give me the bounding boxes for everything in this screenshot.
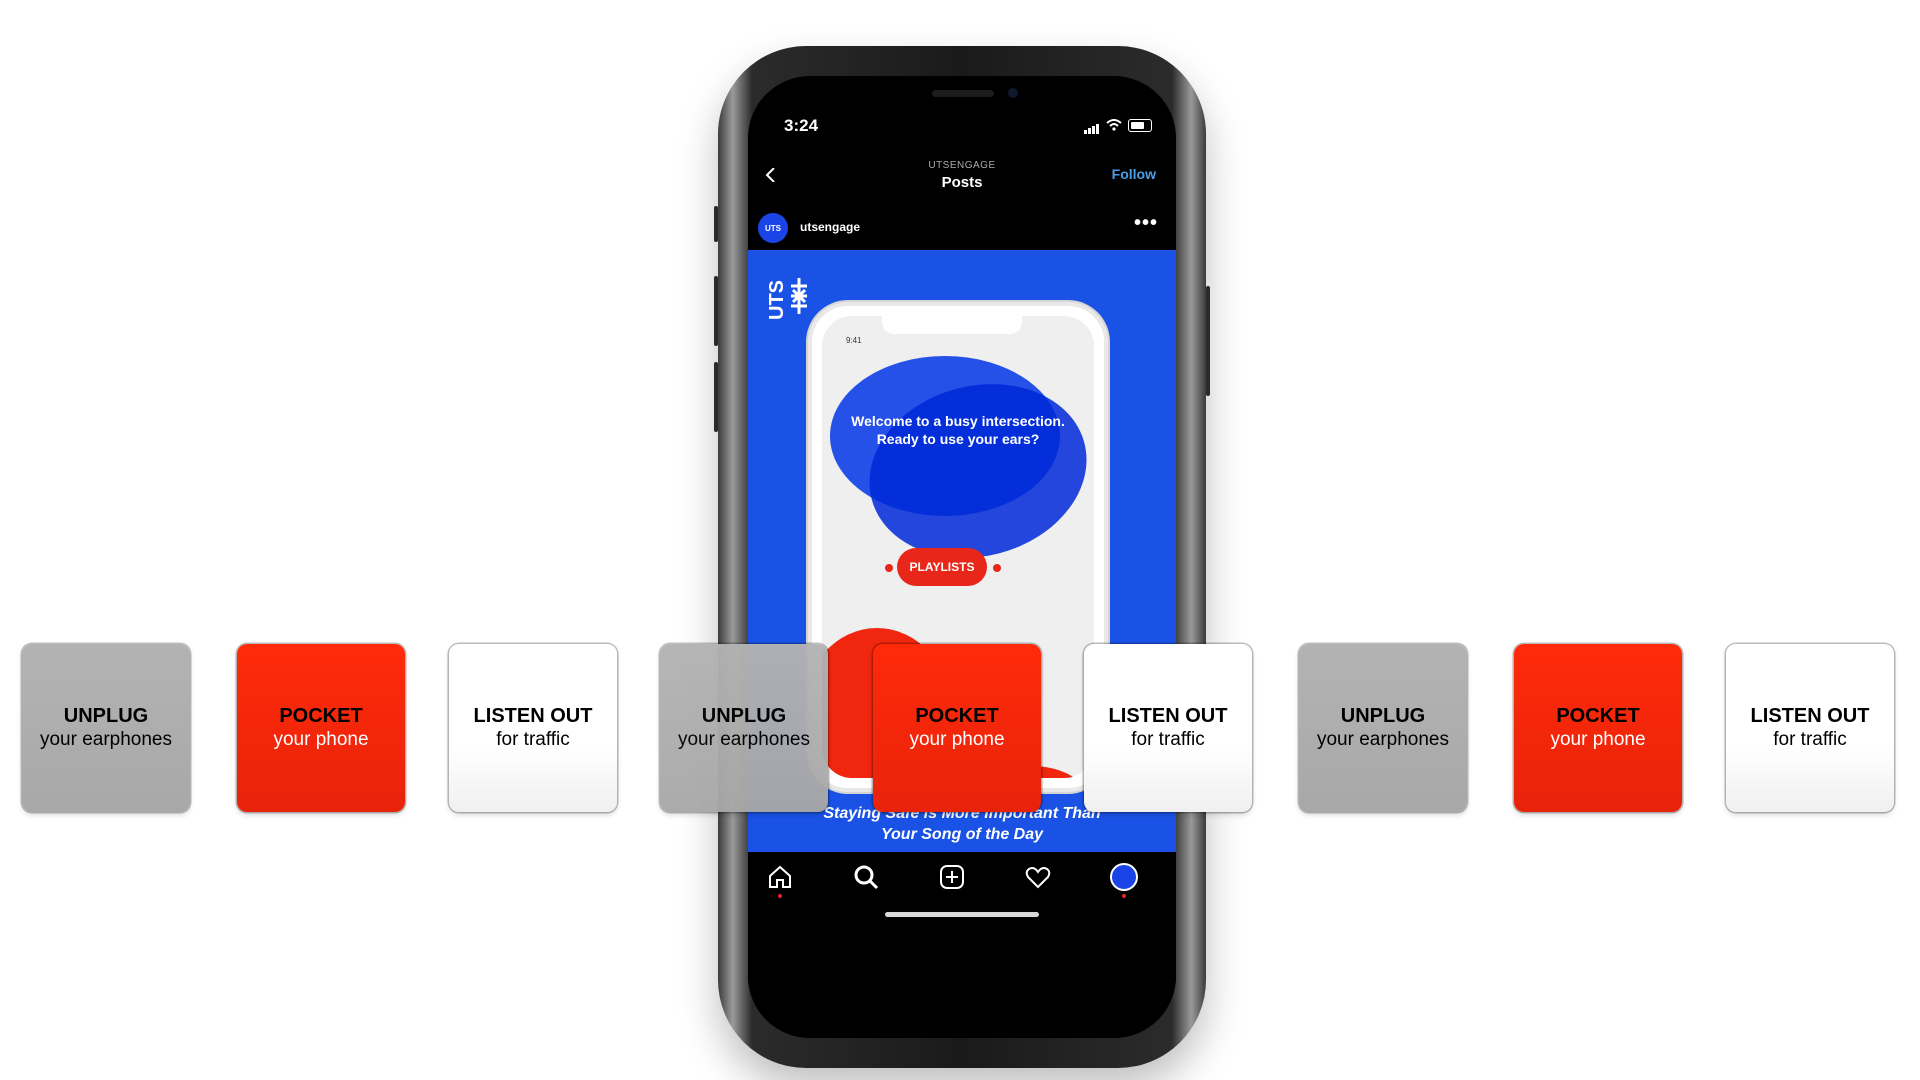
tile-subtext: your earphones (677, 729, 811, 750)
power-button (1206, 286, 1210, 396)
tile-heading: POCKET (279, 705, 363, 727)
tile-heading: LISTEN OUT (473, 705, 593, 727)
ig-header: UTSENGAGE Posts Follow (748, 150, 1176, 206)
bottom-nav (748, 852, 1176, 1038)
post-image: UTS 9:41 Welcome to a busy intersection.… (748, 250, 1176, 852)
tile-subtext: your phone (909, 729, 1005, 750)
more-options-icon[interactable]: ••• (1133, 212, 1158, 234)
post-username[interactable]: utsengage (800, 220, 861, 234)
profile-icon[interactable] (1109, 862, 1139, 892)
search-icon[interactable] (851, 862, 881, 892)
tile-listen-out: LISTEN OUT for traffic (1726, 644, 1894, 812)
camera (1008, 88, 1018, 98)
tile-heading: UNPLUG (701, 705, 787, 727)
heart-icon[interactable] (1023, 862, 1053, 892)
inner-message: Welcome to a busy intersection. Ready to… (822, 412, 1094, 448)
status-icons (1084, 116, 1152, 134)
uts-logo-mark-icon (791, 278, 807, 314)
home-activity-dot (778, 894, 782, 898)
phone-mockup: 3:24 UTSENGAGE Posts Follow UTS utsengag… (714, 46, 1210, 1068)
tile-subtext: for traffic (1773, 729, 1847, 750)
tile-listen-out: LISTEN OUT for traffic (449, 644, 617, 812)
wifi-icon (1106, 119, 1122, 131)
volume-up-button (714, 276, 718, 346)
tile-unplug: UNPLUG your earphones (660, 644, 828, 812)
uts-logo-text: UTS (766, 280, 788, 320)
tile-subtext: your phone (273, 729, 369, 750)
status-time: 3:24 (784, 116, 819, 135)
playlists-right-dot (993, 564, 1001, 572)
tile-heading: LISTEN OUT (1750, 705, 1870, 727)
tile-pocket: POCKET your phone (237, 644, 405, 812)
profile-activity-dot (1122, 894, 1126, 898)
follow-button[interactable]: Follow (1111, 166, 1156, 182)
playlists-left-dot (885, 564, 893, 572)
avatar[interactable]: UTS (758, 213, 788, 243)
phone-screen: 3:24 UTSENGAGE Posts Follow UTS utsengag… (748, 76, 1176, 1038)
mute-switch (714, 206, 718, 242)
tile-subtext: for traffic (1131, 729, 1205, 750)
home-indicator[interactable] (885, 912, 1039, 917)
inner-message-line2: Ready to use your ears? (876, 431, 1040, 447)
header-account-label: UTSENGAGE (928, 160, 996, 171)
inner-message-line1: Welcome to a busy intersection. (851, 413, 1065, 429)
notch (858, 76, 1066, 120)
tile-heading: POCKET (915, 705, 999, 727)
header-title: Posts (941, 174, 983, 191)
post-header: UTS utsengage ••• (748, 206, 1176, 250)
tile-heading: UNPLUG (1340, 705, 1426, 727)
tile-subtext: your phone (1550, 729, 1646, 750)
tile-unplug: UNPLUG your earphones (1299, 644, 1467, 812)
tile-heading: LISTEN OUT (1108, 705, 1228, 727)
signal-icon (1084, 116, 1100, 134)
tile-heading: UNPLUG (63, 705, 149, 727)
tile-listen-out: LISTEN OUT for traffic (1084, 644, 1252, 812)
tile-subtext: your earphones (39, 729, 173, 750)
battery-icon (1128, 118, 1152, 132)
speaker (932, 90, 994, 97)
tile-heading: POCKET (1556, 705, 1640, 727)
tile-pocket: POCKET your phone (1514, 644, 1682, 812)
tile-unplug: UNPLUG your earphones (22, 644, 190, 812)
tile-subtext: for traffic (496, 729, 570, 750)
tile-pocket: POCKET your phone (873, 644, 1041, 812)
inner-status-time: 9:41 (846, 336, 862, 345)
volume-down-button (714, 362, 718, 432)
playlists-button: PLAYLISTS (897, 548, 987, 586)
tile-subtext: your earphones (1316, 729, 1450, 750)
inner-notch (882, 316, 1022, 334)
caption-line2: Your Song of the Day (880, 826, 1044, 843)
home-icon[interactable] (765, 862, 795, 892)
add-icon[interactable] (937, 862, 967, 892)
back-arrow-icon[interactable] (764, 168, 778, 182)
